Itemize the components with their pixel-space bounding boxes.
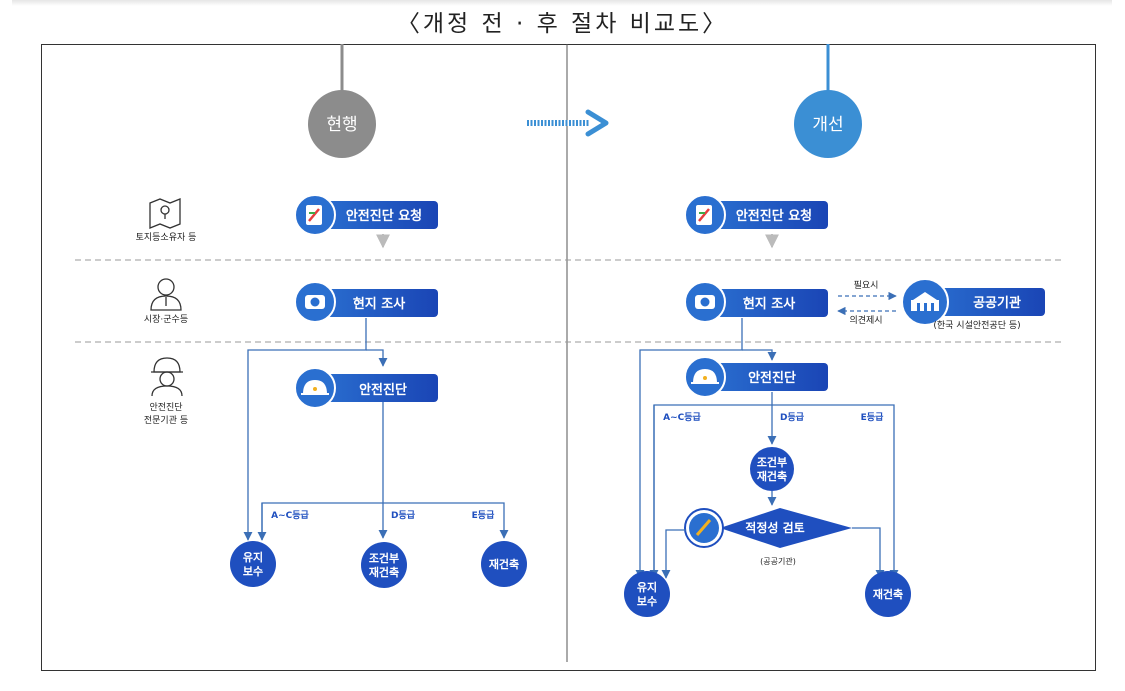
before-result-rebuild-label: 재건축 [489,557,519,571]
before-header-label: 현행 [326,115,357,135]
before-result-maintenance [230,541,276,587]
after-flow-to-maintenance [635,318,743,579]
before-request-node: 안전진단 요청 [294,194,438,236]
opinion-label: 의견제시 [849,314,882,326]
diagram-title: 〈개정 전 · 후 절차 비교도〉 [396,11,729,37]
after-request-node: 안전진단 요청 [684,194,828,236]
after-result-cond-1: 조건부 [757,455,787,469]
after-grade-ac: A~C등급 [663,412,701,423]
before-request-label: 안전진단 요청 [346,208,422,224]
before-diagnosis-label: 안전진단 [359,382,407,398]
public-org-label: 공공기관 [973,295,1021,311]
before-header-circle [308,90,376,158]
before-flow-to-maintenance [243,318,367,541]
before-flow-to-diagnosis [366,349,388,367]
review-to-rebuild [852,527,885,579]
after-result-maintenance [624,571,670,617]
transition-arrow [527,109,609,137]
actor-mayor-label: 시장·군수등 [144,314,188,325]
after-header-circle [794,90,862,158]
before-survey-label: 현지 조사 [353,296,405,312]
after-diagnosis-node: 안전진단 [684,356,828,398]
before-grade-ac: A~C등급 [271,510,309,521]
review-sub: (공공기관) [760,556,796,566]
needed-label: 필요시 [854,279,879,291]
worker-helmet-icon [151,357,183,397]
before-diagnosis-node: 안전진단 [294,367,438,409]
before-grade-e: E등급 [472,510,495,521]
review-label: 적정성 검토 [745,520,804,535]
before-result-maint-2: 보수 [243,565,263,578]
actor-expert-label-1: 안전진단 [149,402,182,413]
after-result-maint-2: 보수 [637,595,657,608]
after-result-cond-2: 재건축 [757,469,787,483]
before-result-maint-1: 유지 [243,550,263,564]
before-result-rebuild [481,541,527,587]
actor-owner-label: 토지등소유자 등 [136,232,197,243]
after-flow-to-diagnosis [742,349,777,361]
after-survey-node: 현지 조사 [684,281,828,323]
after-grade-d: D등급 [780,412,805,423]
after-request-label: 안전진단 요청 [736,208,812,224]
after-grade-branch [653,404,899,579]
diagram-frame [41,44,1096,671]
before-result-cond-1: 조건부 [369,551,399,565]
after-result-rebuild [865,571,911,617]
after-result-rebuild-label: 재건축 [873,587,903,601]
after-result-maint-1: 유지 [637,580,657,594]
after-grade-e: E등급 [861,412,884,423]
after-survey-label: 현지 조사 [743,296,795,312]
review-node: 적정성 검토 [684,508,852,548]
after-result-conditional [750,447,794,491]
before-result-cond-2: 재건축 [369,565,399,579]
before-survey-node: 현지 조사 [294,281,438,323]
top-divider [12,0,1112,6]
map-pin-icon [149,198,181,229]
public-org-sub: (한국 시설안전공단 등) [933,320,1020,331]
actor-expert-label-2: 전문기관 등 [144,415,188,426]
public-org-node: 공공기관 [901,278,1045,326]
before-grade-d: D등급 [391,510,416,521]
after-header-label: 개선 [812,115,843,135]
person-icon [150,278,182,311]
before-result-conditional [361,542,407,588]
review-to-maintenance [661,529,686,579]
after-diagnosis-label: 안전진단 [748,370,796,386]
